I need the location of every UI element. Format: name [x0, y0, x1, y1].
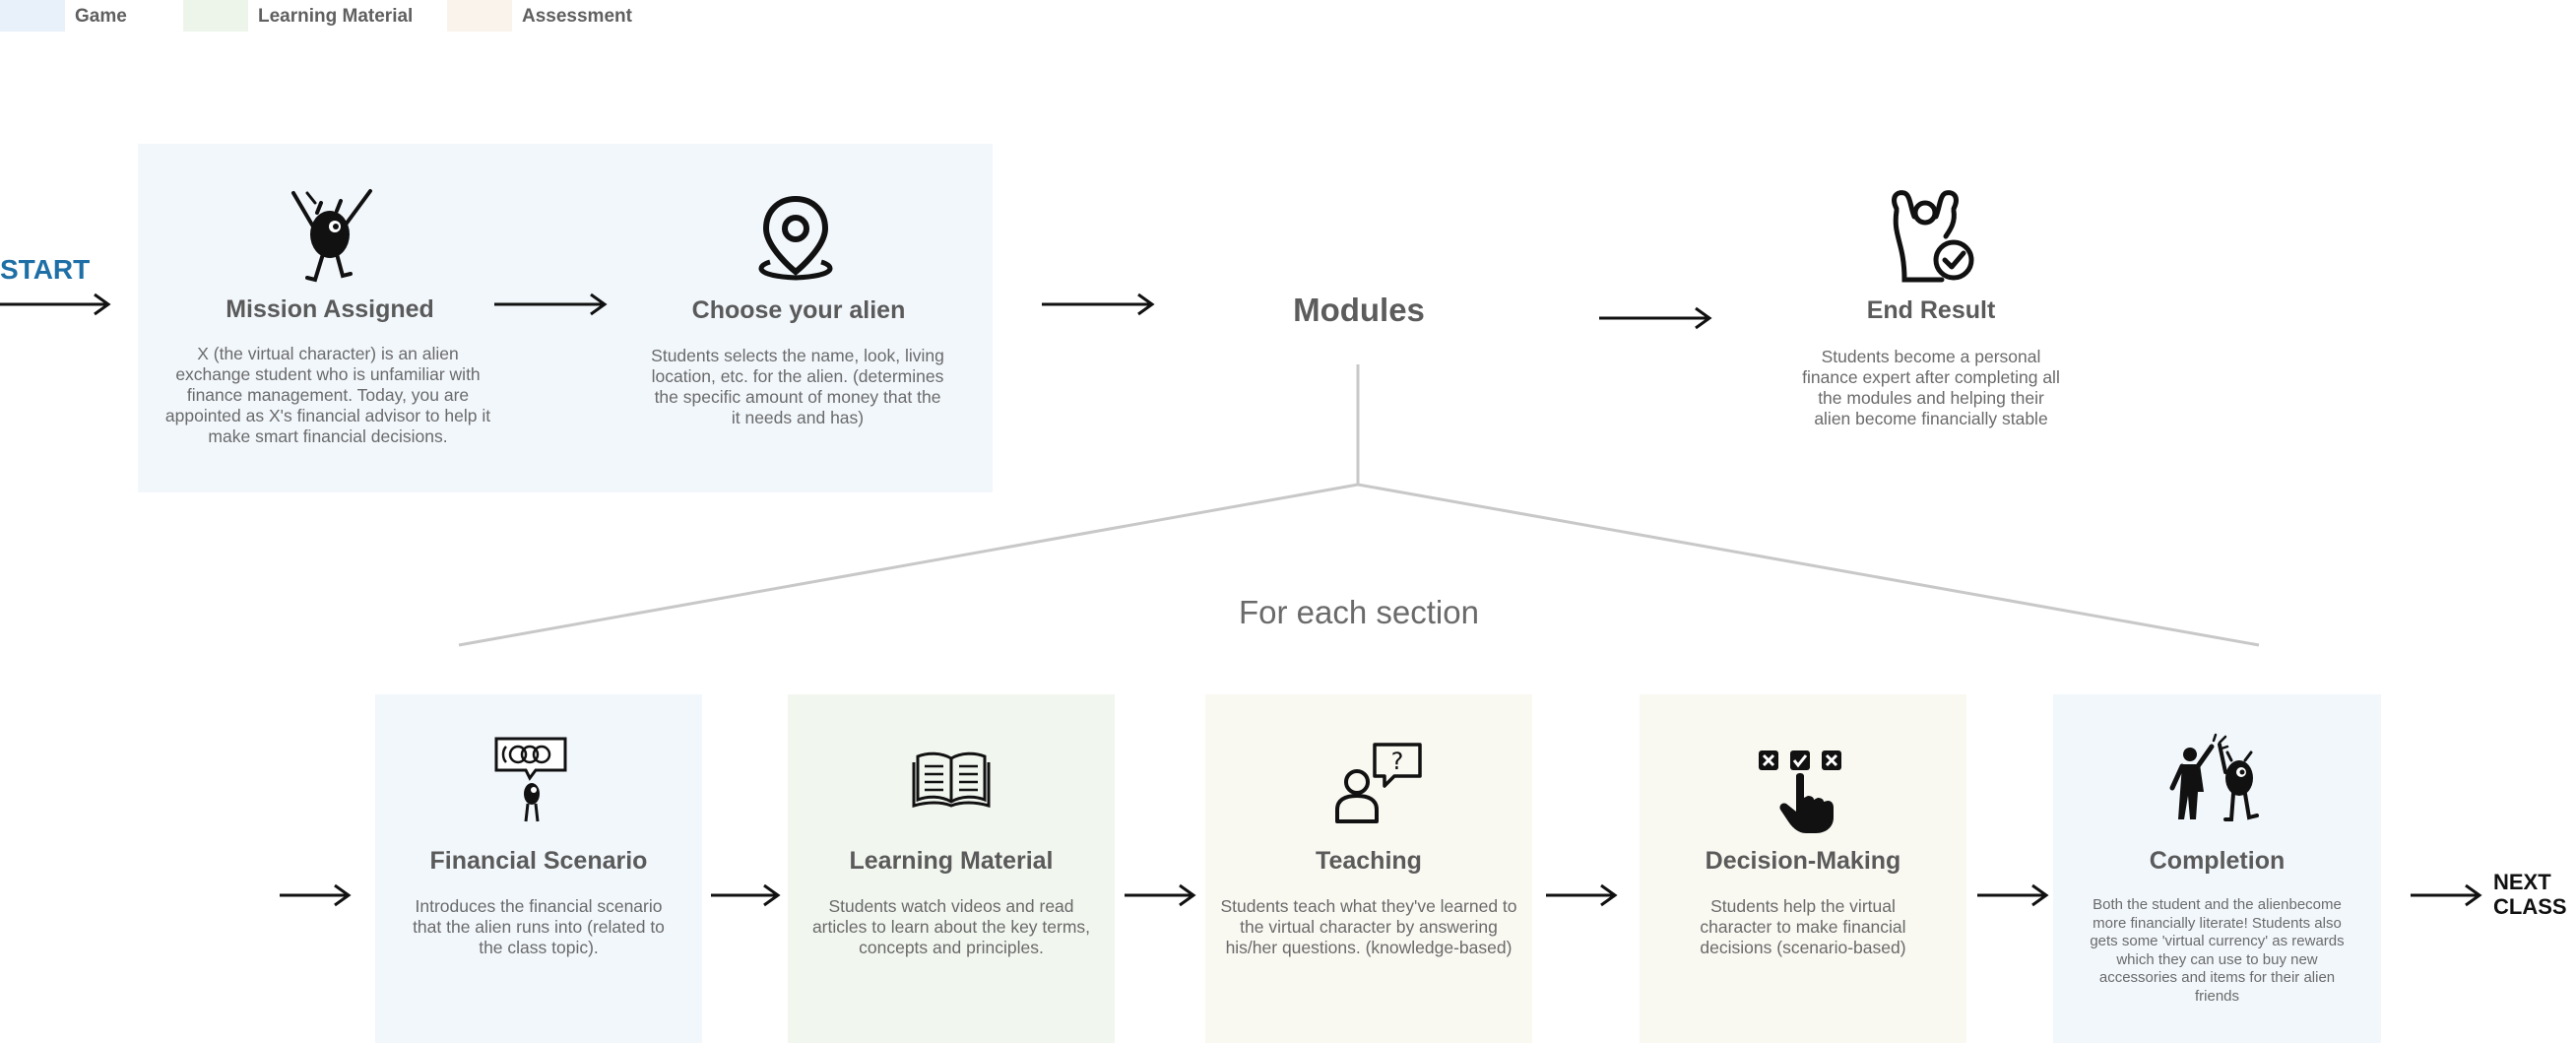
for-each-section-label: For each section	[1239, 594, 1479, 630]
arrow-into-sections	[280, 883, 352, 907]
choose-alien-title: Choose your alien	[691, 296, 906, 324]
choose-alien-desc: Students selects the name, look, living …	[651, 346, 944, 427]
end-result-desc: Students become a personal finance exper…	[1802, 347, 2060, 428]
arrow-to-next-class	[2411, 883, 2482, 907]
legend-label-learning: Learning Material	[258, 6, 414, 27]
arrow-mission-to-choose	[494, 293, 608, 316]
arrow-choose-to-modules	[1042, 293, 1155, 316]
mission-assigned-title: Mission Assigned	[225, 295, 434, 323]
hand-choice-icon	[1759, 750, 1841, 833]
person-alien-highfive-icon	[2169, 733, 2259, 821]
celebrating-person-check-icon	[1892, 190, 1974, 283]
panel-completion	[2053, 694, 2381, 1043]
alien-speech-bubble-icon	[494, 737, 567, 822]
legend-swatch-assessment	[447, 0, 512, 32]
start-arrow	[0, 293, 111, 316]
alien-character-icon	[291, 189, 372, 283]
panel-teaching	[1205, 694, 1532, 1043]
completion-desc: Both the student and the alienbecome mor…	[2090, 896, 2345, 1005]
start-label: START	[0, 254, 91, 285]
legend-label-assessment: Assessment	[522, 6, 632, 27]
learning-material-desc: Students watch videos and read articles …	[811, 896, 1091, 957]
modules-title: Modules	[1293, 292, 1425, 328]
financial-scenario-title: Financial Scenario	[429, 847, 648, 875]
arrow-modules-to-end	[1599, 306, 1712, 330]
person-question-bubble-icon: ?	[1335, 743, 1422, 823]
svg-text:?: ?	[1391, 748, 1404, 775]
end-result-title: End Result	[1866, 296, 1996, 324]
legend-swatch-learning	[183, 0, 248, 32]
location-pin-icon	[758, 195, 833, 281]
learning-material-title: Learning Material	[849, 847, 1054, 875]
open-book-icon	[912, 751, 991, 808]
top-game-panel	[138, 144, 993, 492]
panel-learning-material	[788, 694, 1115, 1043]
mission-assigned-desc: X (the virtual character) is an alien ex…	[164, 344, 491, 446]
completion-title: Completion	[2149, 847, 2286, 875]
arrow-decision-to-completion	[1977, 883, 2049, 907]
decision-making-desc: Students help the virtual character to m…	[1700, 896, 1906, 957]
legend-label-game: Game	[75, 6, 127, 27]
legend-swatch-game	[0, 0, 65, 32]
arrow-teaching-to-decision	[1546, 883, 1618, 907]
teaching-title: Teaching	[1316, 847, 1422, 875]
next-class-label: NEXT CLASS	[2493, 870, 2567, 919]
teaching-desc: Students teach what they've learned to t…	[1220, 896, 1517, 957]
financial-scenario-desc: Introduces the financial scenario that t…	[413, 896, 665, 957]
arrow-scenario-to-learning	[711, 883, 781, 907]
arrow-learning-to-teaching	[1125, 883, 1196, 907]
decision-making-title: Decision-Making	[1705, 847, 1901, 875]
